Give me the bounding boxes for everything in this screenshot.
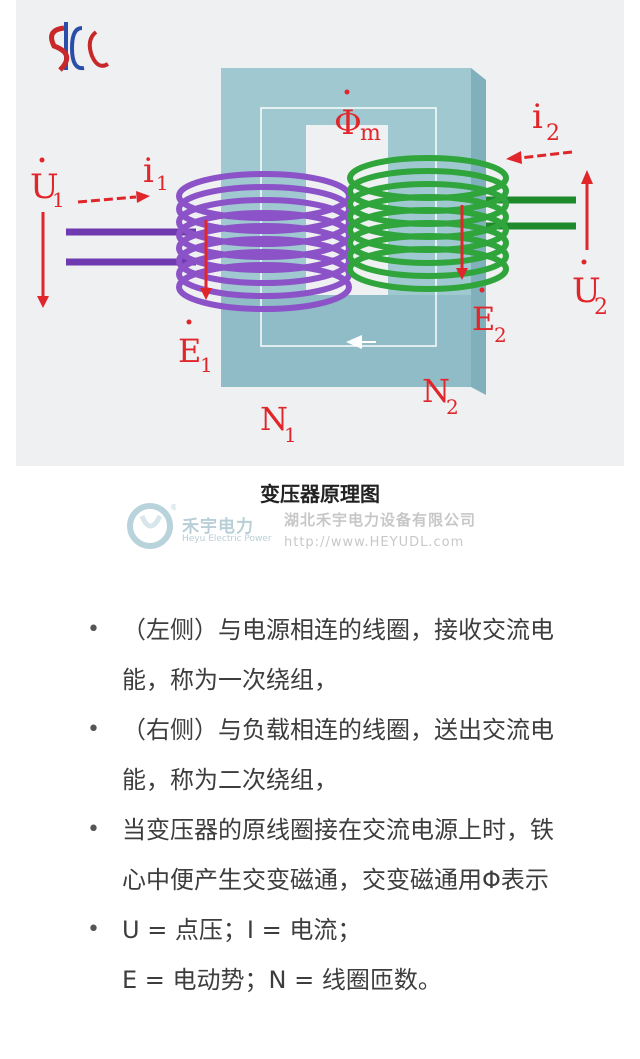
bullet-dot: • (87, 617, 100, 642)
watermark-company: 湖北禾宇电力设备有限公司 (284, 511, 477, 529)
list-item-line: U = 点压；I = 电流； (122, 916, 362, 944)
svg-text:m: m (360, 121, 381, 146)
svg-text:2: 2 (494, 323, 507, 347)
svg-text:i: i (143, 151, 154, 191)
svg-text:2: 2 (594, 295, 608, 320)
svg-text:1: 1 (200, 353, 213, 377)
svg-text:U: U (30, 167, 59, 207)
vector-arrows (37, 150, 593, 308)
publisher-logo (49, 22, 110, 72)
svg-text:i: i (532, 97, 543, 137)
company-logo-icon: ® (127, 503, 176, 549)
svg-text:2: 2 (446, 395, 459, 419)
svg-text:U: U (572, 271, 601, 311)
list-item-line: （右侧）与负载相连的线圈，送出交流电 (122, 716, 554, 744)
e1-label: E 1 (178, 319, 213, 377)
list-item-line: 能，称为一次绕组， (122, 666, 338, 694)
bullet-dot: • (87, 917, 100, 942)
explanation-list: • （左侧）与电源相连的线圈，接收交流电 能，称为一次绕组， • （右侧）与负载… (80, 605, 640, 1005)
phi-label: Φ m (334, 89, 381, 146)
svg-text:N: N (260, 400, 288, 438)
secondary-coil-turn (347, 220, 509, 266)
list-item: • （左侧）与电源相连的线圈，接收交流电 能，称为一次绕组， (80, 605, 640, 705)
watermark-brand-en: Heyu Electric Power (182, 534, 272, 544)
n2-label: N 2 (422, 372, 459, 419)
list-item-line: （左侧）与电源相连的线圈，接收交流电 (122, 616, 554, 644)
u2-label: U 2 (572, 259, 608, 320)
svg-text:1: 1 (156, 171, 169, 195)
list-item-line: 心中便产生交变磁通，交变磁通用Φ表示 (122, 866, 549, 894)
primary-winding (66, 171, 352, 312)
watermark-url: http://www.HEYUDL.com (284, 535, 465, 550)
svg-text:N: N (422, 372, 450, 410)
bullet-dot: • (87, 817, 100, 842)
secondary-coil-turn (347, 246, 509, 292)
list-item: • （右侧）与负载相连的线圈，送出交流电 能，称为二次绕组， (80, 705, 640, 805)
svg-text:®: ® (170, 503, 176, 512)
list-item: • 当变压器的原线圈接在交流电源上时，铁 心中便产生交变磁通，交变磁通用Φ表示 (80, 805, 640, 905)
i2-label: i 2 (532, 97, 560, 146)
secondary-coil-turn (347, 233, 509, 279)
diagram-caption: 变压器原理图 (260, 482, 380, 506)
primary-coil-turn (176, 262, 352, 312)
svg-text:Φ: Φ (334, 103, 362, 143)
svg-text:1: 1 (52, 188, 65, 212)
e2-label: E 2 (472, 287, 507, 347)
list-item-line: 当变压器的原线圈接在交流电源上时，铁 (122, 816, 554, 844)
list-item-line: E = 电动势；N = 线圈匝数。 (122, 966, 442, 994)
n1-label: N 1 (260, 400, 297, 447)
list-item-line: 能，称为二次绕组， (122, 766, 338, 794)
svg-text:E: E (472, 300, 495, 338)
transformer-svg: U 1 i 1 E 1 N 1 Φ m i 2 U 2 (30, 22, 608, 447)
watermark-brand-cn: 禾宇电力 (182, 517, 254, 537)
secondary-winding (347, 155, 576, 292)
watermark: ® 禾宇电力 Heyu Electric Power 湖北禾宇电力设备有限公司 … (120, 498, 520, 554)
svg-text:1: 1 (284, 423, 297, 447)
i1-label: i 1 (143, 151, 169, 195)
transformer-diagram: U 1 i 1 E 1 N 1 Φ m i 2 U 2 (16, 0, 624, 466)
u1-label: U 1 (30, 157, 65, 212)
bullet-dot: • (87, 717, 100, 742)
svg-text:E: E (178, 332, 201, 370)
list-item: • U = 点压；I = 电流； E = 电动势；N = 线圈匝数。 (80, 905, 640, 1005)
svg-text:2: 2 (546, 121, 560, 146)
